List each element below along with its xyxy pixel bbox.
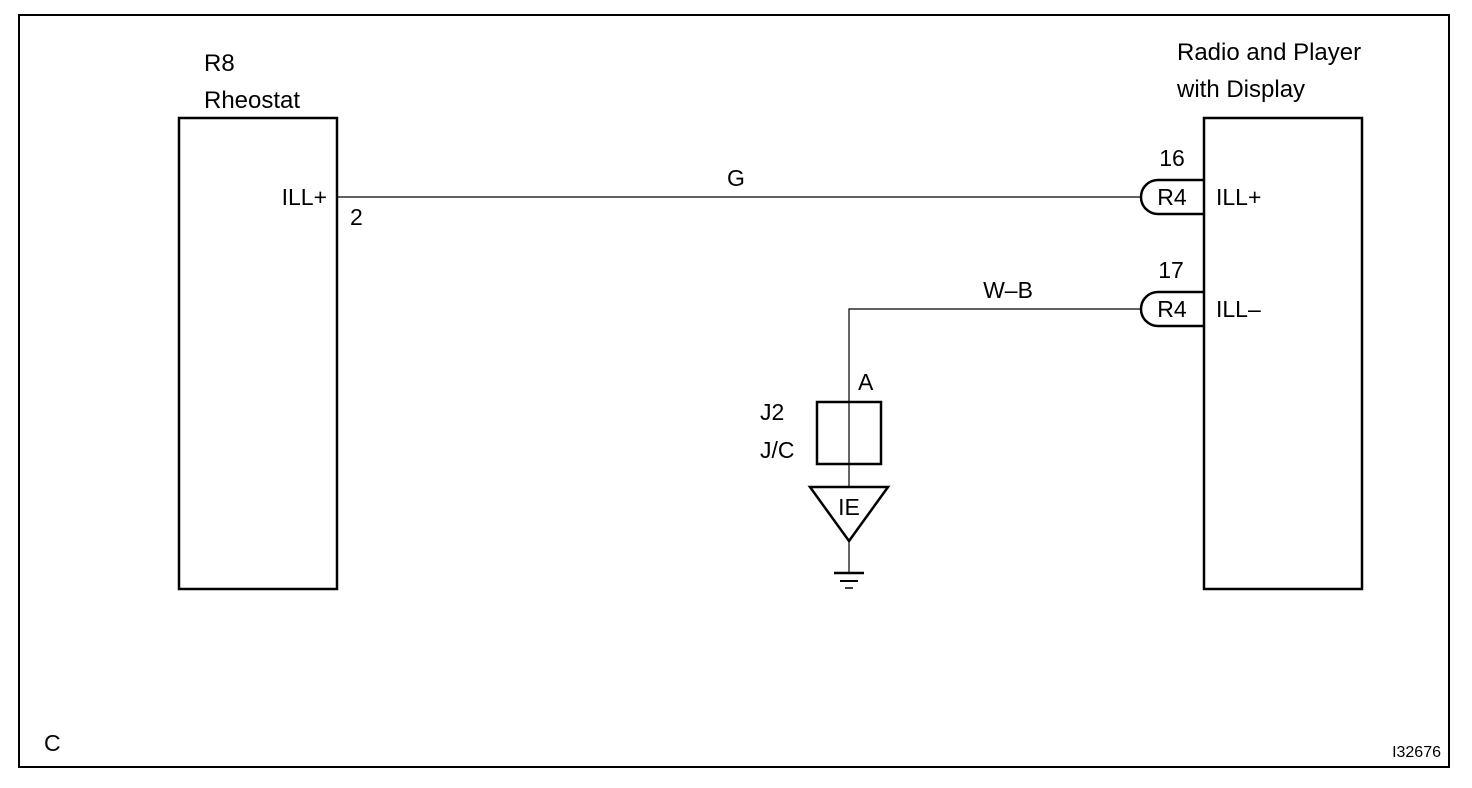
connector-shape-16 <box>1139 178 1204 216</box>
connector-code-16: R4 <box>1157 184 1187 210</box>
connector-pin-number-16: 16 <box>1159 145 1185 171</box>
connector-code-17: R4 <box>1157 296 1187 322</box>
connector-r4-pin16: 16 R4 ILL+ <box>1139 145 1261 216</box>
rheostat-code: R8 <box>204 50 235 77</box>
wire-wb-line <box>848 308 1142 402</box>
rheostat-pin-name: ILL+ <box>282 184 327 210</box>
rheostat-name: Rheostat <box>204 87 300 114</box>
wire-wb-color: W–B <box>983 277 1033 303</box>
ground-label: IE <box>838 494 860 520</box>
rheostat-box <box>177 116 339 591</box>
junction-code: J2 <box>760 399 784 425</box>
ground-triangle <box>807 485 891 544</box>
connector-pin-name-17: ILL– <box>1216 296 1261 322</box>
rheostat-component: R8 Rheostat ILL+ 2 <box>177 50 363 591</box>
connector-pin-number-17: 17 <box>1158 257 1184 283</box>
ground-point: IE <box>807 485 891 589</box>
diagram-frame <box>18 14 1450 768</box>
radio-name-line2: with Display <box>1176 76 1305 103</box>
corner-label: C <box>44 730 61 756</box>
wire-g-color: G <box>727 165 745 191</box>
radio-name-line1: Radio and Player <box>1177 39 1361 66</box>
connector-shape-17 <box>1139 290 1204 328</box>
connector-pin-name-16: ILL+ <box>1216 184 1261 210</box>
connector-r4-pin17: 17 R4 ILL– <box>1139 257 1261 328</box>
wire-g: G <box>337 165 1142 198</box>
junction-component: A J2 J/C <box>760 369 883 487</box>
junction-terminal: A <box>858 369 874 395</box>
junction-name: J/C <box>760 437 795 463</box>
rheostat-pin-number: 2 <box>350 204 363 230</box>
figure-id: I32676 <box>1392 744 1441 761</box>
radio-component: Radio and Player with Display <box>1176 39 1364 591</box>
wire-wb: W–B <box>848 277 1142 402</box>
radio-box <box>1202 116 1364 591</box>
